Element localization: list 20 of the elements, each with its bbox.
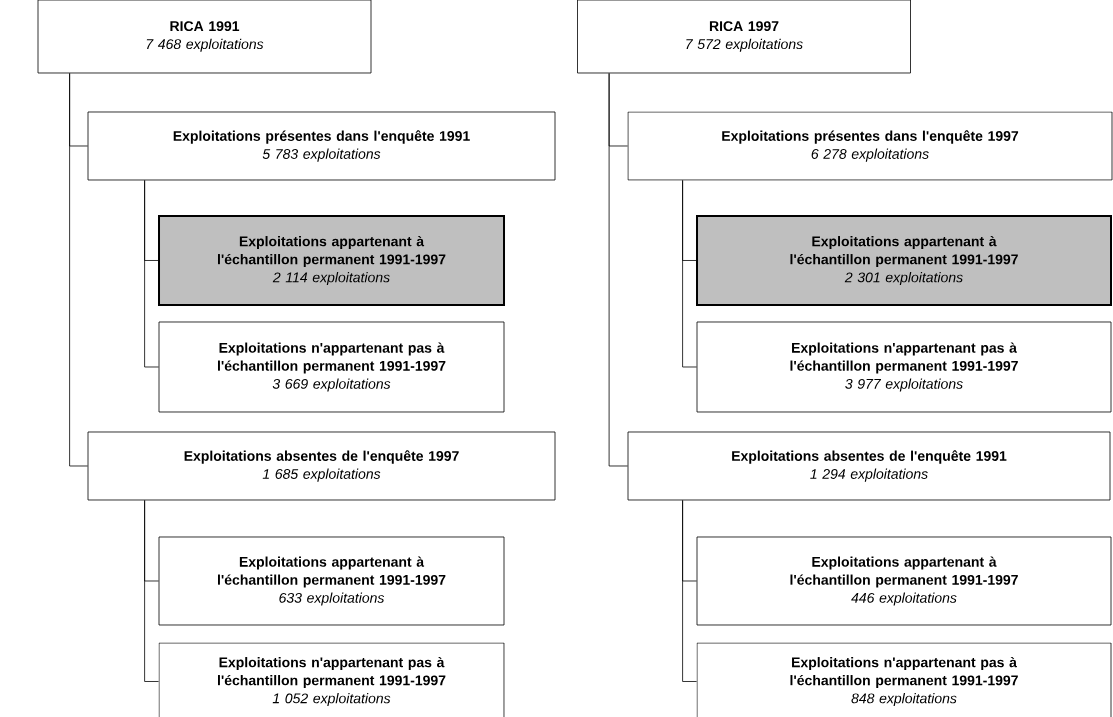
box: Exploitations appartenant à l'échantillon permanent 1991-1997 446 exploitations: [696, 536, 1112, 626]
connector-line: [144, 180, 159, 368]
box: RICA 1997 7 572 exploitations: [577, 0, 911, 74]
box: Exploitations présentes dans l'enquête 1991 5 783 exploitations: [87, 111, 556, 181]
box: Exploitations n'appartenant pas à l'échantillon permanent 1991-1997 848 exploitations: [696, 642, 1112, 717]
connector-line: [69, 73, 88, 467]
box: RICA 1991 7 468 exploitations: [37, 0, 372, 74]
highlighted-box: Exploitations appartenant à l'échantillon permanent 1991-1997 2 114 exploitations: [158, 215, 505, 306]
box: Exploitations n'appartenant pas à l'échantillon permanent 1991-1997 1 052 exploitations: [158, 642, 505, 717]
box: Exploitations présentes dans l'enquête 1997 6 278 exploitations: [627, 111, 1113, 181]
connector-line: [682, 180, 697, 368]
box: Exploitations absentes de l'enquête 1997 1 685 exploitations: [87, 431, 556, 501]
box: Exploitations appartenant à l'échantillon permanent 1991-1997 633 exploitations: [158, 536, 505, 626]
highlighted-box: Exploitations appartenant à l'échantillon permanent 1991-1997 2 301 exploitations: [696, 215, 1112, 306]
connector-line: [144, 500, 159, 682]
box: Exploitations n'appartenant pas à l'échantillon permanent 1991-1997 3 669 exploitations: [158, 321, 505, 413]
box: Exploitations n'appartenant pas à l'échantillon permanent 1991-1997 3 977 exploitations: [696, 321, 1112, 413]
connector-line: [682, 500, 697, 682]
connector-line: [608, 73, 628, 467]
box: Exploitations absentes de l'enquête 1991 1 294 exploitations: [627, 431, 1111, 501]
